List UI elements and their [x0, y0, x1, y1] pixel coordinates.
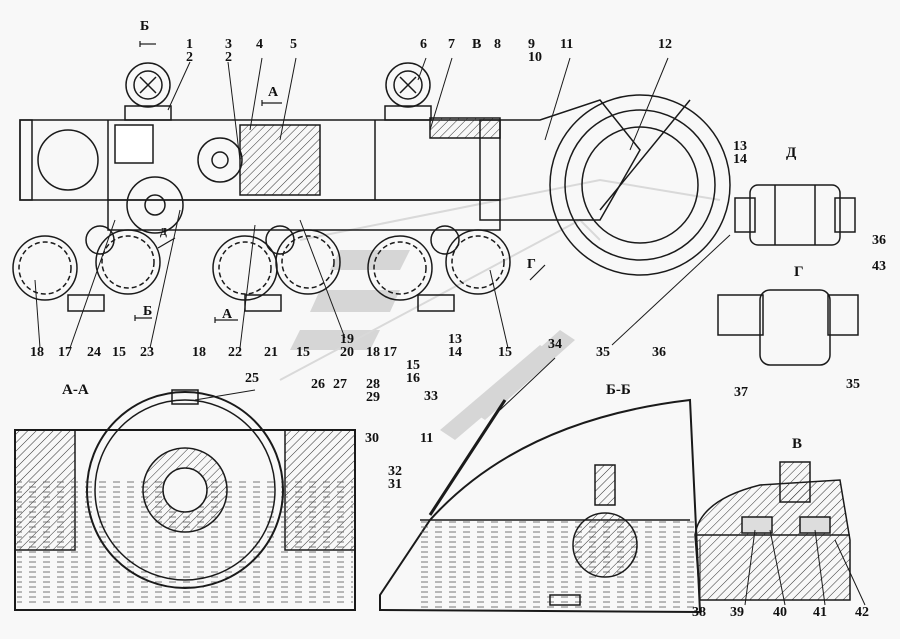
callout-4: 4 — [256, 37, 263, 52]
arrow-label-b-top: Б — [140, 19, 150, 34]
callout-38: 38 — [692, 605, 706, 620]
callout-6: 6 — [420, 37, 427, 52]
callout-15c: 15 — [406, 358, 420, 373]
callout-31: 31 — [388, 477, 402, 492]
callout-40: 40 — [773, 605, 787, 620]
callout-27: 27 — [333, 377, 347, 392]
section-aa-drawing — [14, 389, 356, 611]
callout-18: 18 — [30, 345, 44, 360]
section-aa-title: А-А — [62, 382, 89, 398]
carrier-roller — [384, 62, 432, 121]
callout-37: 37 — [734, 385, 748, 400]
callout-21: 21 — [264, 345, 278, 360]
section-bb-drawing — [379, 398, 702, 614]
callout-14: 14 — [733, 152, 747, 167]
callout-13: 13 — [733, 139, 747, 154]
callout-19: 19 — [340, 332, 354, 347]
callout-5: 5 — [290, 37, 297, 52]
callout-43: 43 — [872, 259, 886, 274]
callout-30: 30 — [365, 431, 379, 446]
callout-34: 34 — [548, 337, 562, 352]
callout-10: 10 — [528, 50, 542, 65]
view-v-title: В — [792, 436, 803, 452]
view-arrows — [134, 41, 546, 323]
callout-33: 33 — [424, 389, 438, 404]
callout-26: 26 — [311, 377, 325, 392]
callout-42: 42 — [855, 605, 869, 620]
callout-1: 1 — [186, 37, 193, 52]
callout-15d: 15 — [498, 345, 512, 360]
callout-36-g: 36 — [652, 345, 666, 360]
view-d-roller — [734, 184, 856, 246]
callout-11-bb: 11 — [420, 431, 434, 446]
callout-17c: 17 — [383, 345, 397, 360]
track-roller-group — [12, 225, 511, 312]
callout-39: 39 — [730, 605, 744, 620]
callout-12: 12 — [658, 37, 672, 52]
callout-16: 16 — [406, 371, 420, 386]
callout-11: 11 — [560, 37, 574, 52]
callout-2b: 2 — [225, 50, 232, 65]
view-g-roller — [717, 289, 859, 366]
callout-35-g: 35 — [846, 377, 860, 392]
arrow-label-a-top: А — [268, 85, 279, 100]
callout-3: 3 — [225, 37, 232, 52]
callout-28: 28 — [366, 377, 380, 392]
view-v-drawing — [694, 461, 851, 601]
callout-14b: 14 — [448, 345, 462, 360]
callout-23: 23 — [140, 345, 154, 360]
leader-lines — [34, 57, 866, 606]
callout-v: В — [472, 37, 482, 52]
callout-24: 24 — [87, 345, 101, 360]
callout-20: 20 — [340, 345, 354, 360]
callout-15b: 15 — [296, 345, 310, 360]
section-bb-title: Б-Б — [606, 382, 631, 398]
carrier-roller — [124, 62, 172, 121]
callout-7: 7 — [448, 37, 455, 52]
idler-wheel — [549, 94, 731, 276]
callout-35-left: 35 — [596, 345, 610, 360]
callout-17: 17 — [58, 345, 72, 360]
callout-9: 9 — [528, 37, 535, 52]
callout-32: 32 — [388, 464, 402, 479]
view-g-title: Г — [794, 264, 804, 280]
callout-41: 41 — [813, 605, 827, 620]
callout-8: 8 — [494, 37, 501, 52]
arrow-label-d: Д — [160, 227, 167, 238]
callout-22: 22 — [228, 345, 242, 360]
callout-18c: 18 — [366, 345, 380, 360]
callout-2: 2 — [186, 50, 193, 65]
view-d-title: Д — [786, 145, 797, 161]
callout-13b: 13 — [448, 332, 462, 347]
track-frame — [19, 99, 641, 234]
arrow-label-b-low: Б — [143, 304, 153, 319]
callout-15: 15 — [112, 345, 126, 360]
arrow-label-g: Г — [527, 257, 536, 272]
callout-36-d: 36 — [872, 233, 886, 248]
callout-25: 25 — [245, 371, 259, 386]
callout-18b: 18 — [192, 345, 206, 360]
arrow-label-a-low: А — [222, 307, 233, 322]
callout-29: 29 — [366, 390, 380, 405]
